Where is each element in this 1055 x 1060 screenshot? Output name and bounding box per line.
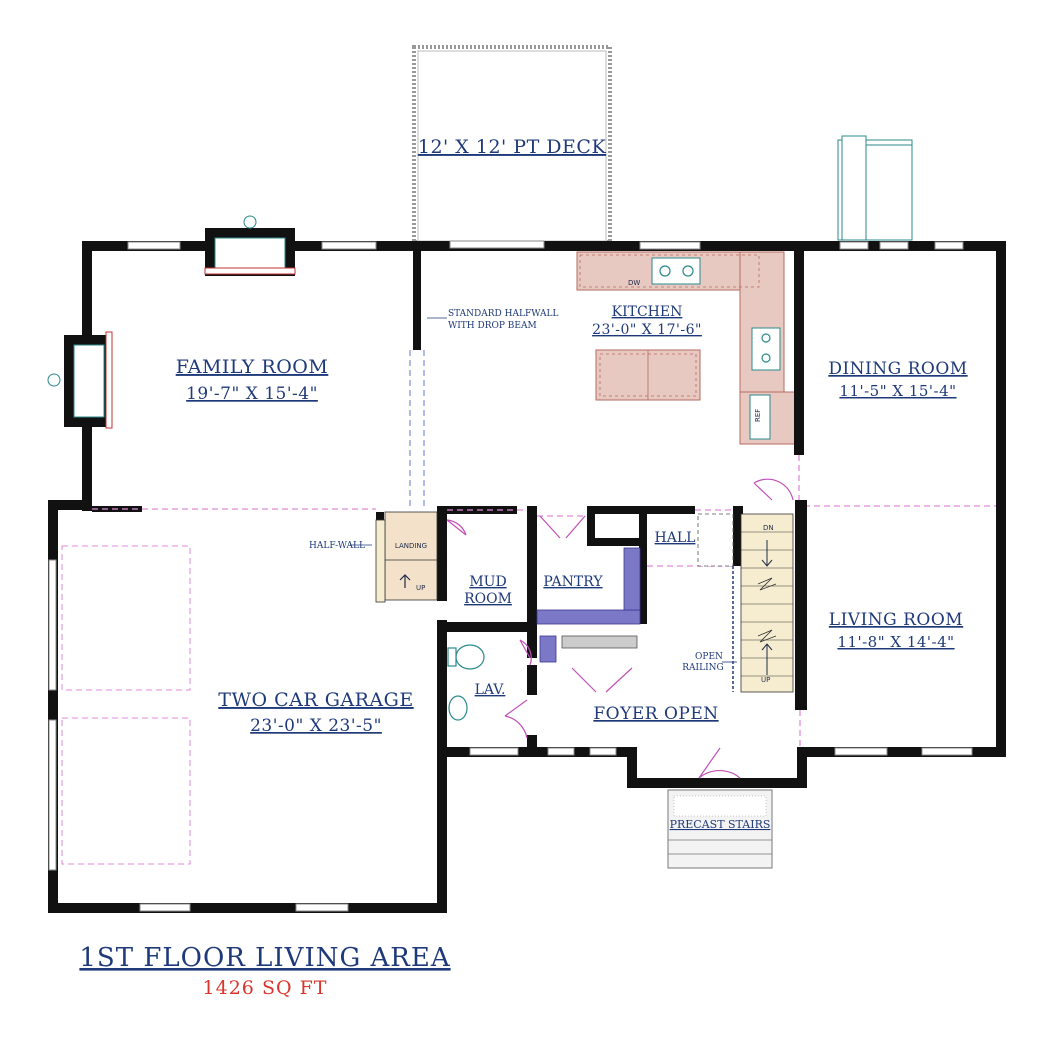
deck-label: 12' X 12' PT DECK [418,136,607,158]
plan-area: 1426 SQ FT [203,977,328,999]
garage-parking [61,545,191,865]
halfwall [413,250,421,350]
main-stairs [697,513,794,693]
kitchen-size: 23'-0" X 17'-6" [592,322,702,338]
half-wall-note: HALF-WALL [309,541,365,551]
open-railing-2: RAILING [682,663,723,673]
kitchen-counters [576,251,797,445]
dining-bumpout [837,135,913,241]
halfwall-note-1: STANDARD HALFWALL [448,309,558,319]
windows [48,240,973,912]
foyer-name: FOYER OPEN [593,704,718,724]
garage-name: TWO CAR GARAGE [218,689,413,711]
lav-name: LAV. [475,682,506,698]
living-room-size: 11'-8" X 14'-4" [837,633,954,651]
exterior-walls [48,241,1006,913]
lav-fixtures [447,644,485,721]
family-room-name: FAMILY ROOM [176,356,329,378]
dining-room-name: DINING ROOM [828,359,967,379]
plan-title: 1ST FLOOR LIVING AREA [79,943,450,973]
fireplace-top [204,215,296,276]
dining-room-size: 11'-5" X 15'-4" [839,382,956,400]
ref-label: REF [754,409,762,422]
stairs-dn-label: DN [763,524,774,532]
open-railing-1: OPEN [695,652,723,662]
deck [412,45,612,244]
hall-name: HALL [655,530,696,546]
doors [446,478,794,779]
mud-room-name-1: MUD [469,574,506,590]
living-room-name: LIVING ROOM [829,610,963,630]
landing-label: LANDING [395,542,427,550]
garage-up-label: UP [416,584,425,592]
kitchen-name: KITCHEN [612,304,683,320]
garage-size: 23'-0" X 23'-5" [250,716,382,736]
fireplace-left [47,331,113,429]
halfwall-note-2: WITH DROP BEAM [448,321,537,331]
precast-stairs-label: PRECAST STAIRS [670,818,771,831]
dishwasher-label: DW [628,279,640,287]
stairs-up-label: UP [761,676,770,684]
pantry-name: PANTRY [543,574,603,590]
mud-room-name-2: ROOM [464,591,512,607]
precast-stairs [667,789,773,869]
family-room-size: 19'-7" X 15'-4" [186,384,318,404]
garage-landing [375,511,438,603]
